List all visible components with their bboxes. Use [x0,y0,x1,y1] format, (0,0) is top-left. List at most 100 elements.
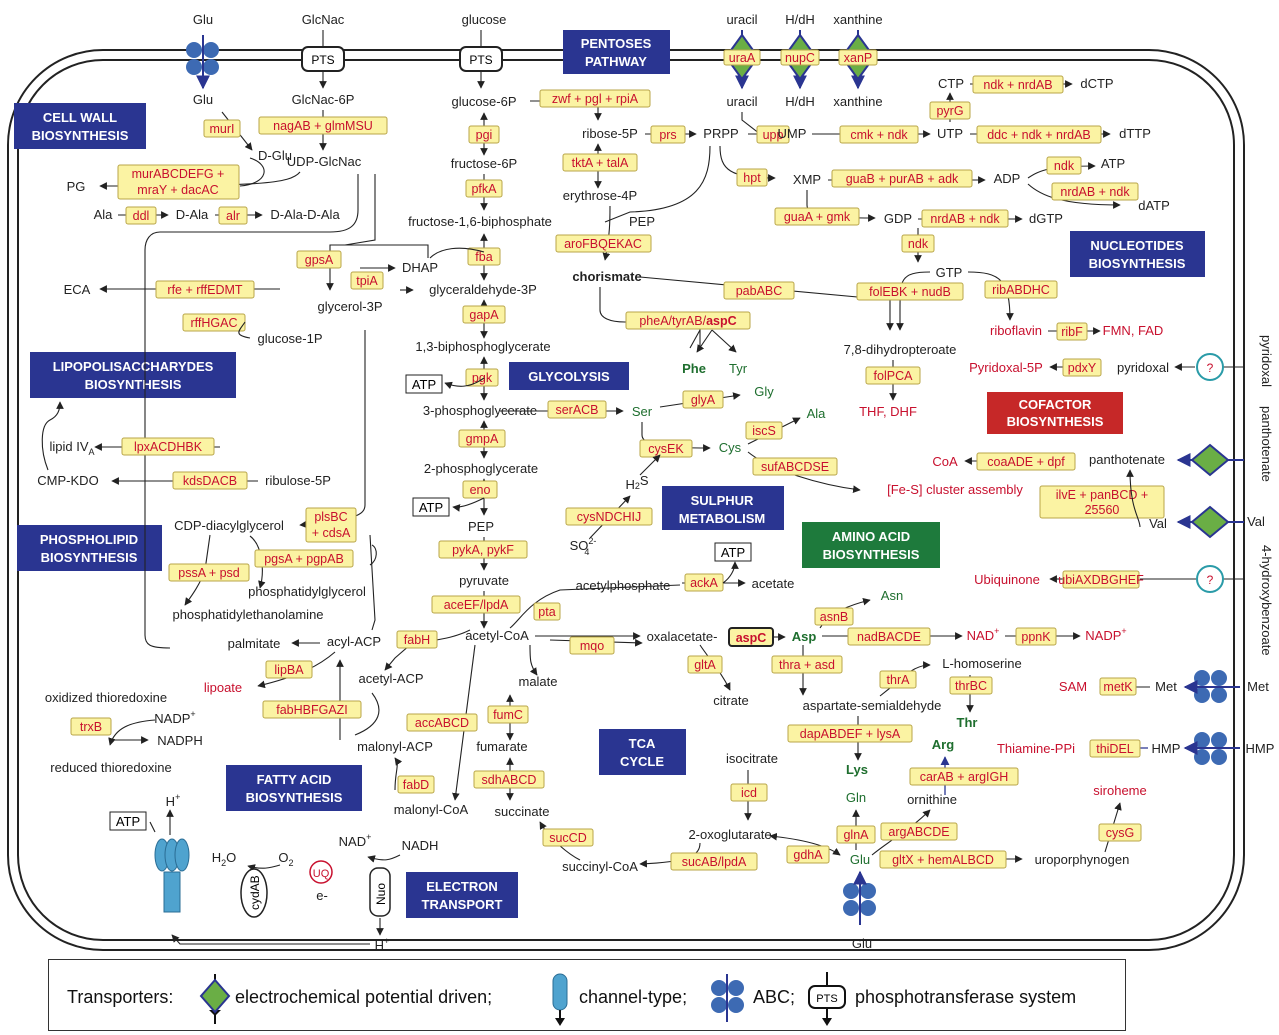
nuo-icon: Nuo [369,867,391,917]
ep-transporter-legend-icon [199,974,231,1024]
met-thiamine: Thiamine-PPi [997,741,1075,756]
abc-legend-icon [711,974,744,1022]
pts-legend-icon: PTS [808,972,846,1026]
gene-sucd [542,828,594,847]
gene-sucab [670,852,758,871]
met-ump: UMP [778,126,807,141]
svg-text:cysEK: cysEK [648,442,684,456]
gene-icd [730,783,768,802]
met-cdpdag: CDP-diacylglycerol [174,518,284,533]
svg-text:nagAB + glmMSU: nagAB + glmMSU [273,119,373,133]
svg-text:thrA: thrA [887,673,911,687]
met-dctp: dCTP [1080,76,1113,91]
svg-text:BIOSYNTHESIS: BIOSYNTHESIS [246,790,343,805]
gene-ilve [1039,485,1165,519]
svg-text:METABOLISM: METABOLISM [679,511,765,526]
gene-thrbc [949,676,993,695]
svg-text:ackA: ackA [690,576,718,590]
gene-zwf [539,89,651,108]
met-oxoglutarate: 2-oxoglutarate [688,827,771,842]
gene-gltx [879,850,1007,869]
met-malate: malate [518,674,557,689]
svg-text:pta: pta [538,605,555,619]
svg-text:sufABCDSE: sufABCDSE [761,460,829,474]
gene-pyka [438,540,528,559]
met-dhap: DHAP [402,260,438,275]
ext-glcnac: GlcNac [302,12,345,27]
met-nadp: NADP+ [1085,626,1126,643]
met-cys: Cys [719,440,742,455]
met-ribose5p: ribose-5P [582,126,638,141]
svg-text:gltA: gltA [694,658,716,672]
ext-glu: Glu [193,12,213,27]
met-xmp: XMP [793,172,821,187]
gene-gdha [786,845,830,864]
ext-xanthine: xanthine [833,12,882,27]
gene-glta [687,655,723,674]
met-lhomoserine: L-homoserine [942,656,1022,671]
ext-hdh: H/dH [785,12,815,27]
gene-tkta [562,153,638,172]
gene-gapa [462,305,506,324]
svg-text:ATP: ATP [419,500,443,515]
met-datp: dATP [1138,198,1170,213]
svg-text:nadBACDE: nadBACDE [857,630,921,644]
met-oxalacetate: oxalacetate- [647,629,718,644]
section-glycolysis: GLYCOLYSIS [509,362,629,390]
met-citrate: citrate [713,693,748,708]
gene-iscs [745,421,783,440]
gene-ribabd [984,280,1058,299]
svg-text:eno: eno [470,483,491,497]
ext-glu-bottom: Glu [852,936,872,951]
gene-ndk2 [1046,156,1082,175]
met-succinylcoa: succinyl-CoA [562,859,638,874]
gene-pssa [168,563,250,582]
svg-text:PENTOSES: PENTOSES [581,36,652,51]
gene-pgi [468,125,500,144]
gene-alr [218,206,248,225]
met-pyridoxal5p: Pyridoxal-5P [969,360,1043,375]
ext-uracil: uracil [726,12,757,27]
met-nad-e: NAD+ [339,832,372,849]
svg-text:+ cdsA: + cdsA [312,526,351,540]
gene-murabc [117,164,240,200]
svg-text:cmk + ndk: cmk + ndk [850,128,908,142]
svg-text:thiDEL: thiDEL [1096,742,1134,756]
met-coa: CoA [932,454,958,469]
met-so4: SO2-4 [570,536,597,557]
abc-transporter-glu-bottom-icon [843,870,876,925]
svg-text:ndk: ndk [908,237,929,251]
svg-text:rffHGAC: rffHGAC [191,316,238,330]
gene-ppnk [1015,627,1057,646]
met-acetylphosphate: acetylphosphate [576,578,671,593]
met-ubiquinone: Ubiquinone [974,572,1040,587]
met-acetate: acetate [752,576,795,591]
ext-met: Met [1247,679,1269,694]
svg-text:gdhA: gdhA [793,848,823,862]
met-malonylacp: malonyl-ACP [357,739,433,754]
svg-text:pyrG: pyrG [936,104,963,118]
met-lys: Lys [846,762,868,777]
legend-abc: ABC; [753,987,796,1007]
gene-lpxa [121,437,215,456]
met-prpp: PRPP [703,126,738,141]
gene-pgk [465,368,499,387]
gene-fabhbf [262,700,362,719]
svg-text:gltX + hemALBCD: gltX + hemALBCD [892,853,994,867]
met-gdp: GDP [884,211,912,226]
met-gap: glyceraldehyde-3P [429,282,537,297]
gene-guaa [774,207,860,226]
gene-tpia [350,271,384,290]
svg-text:nrdAB + ndk: nrdAB + ndk [1060,185,1130,199]
gene-nadb [847,627,931,646]
svg-text:25560: 25560 [1085,503,1120,517]
svg-text:thra + asd: thra + asd [779,658,835,672]
met-asp: Asp [792,629,817,644]
svg-text:iscS: iscS [752,424,776,438]
svg-text:tktA + talA: tktA + talA [572,156,629,170]
svg-text:argABCDE: argABCDE [888,825,949,839]
pts-glucose-icon: PTS [459,30,503,89]
